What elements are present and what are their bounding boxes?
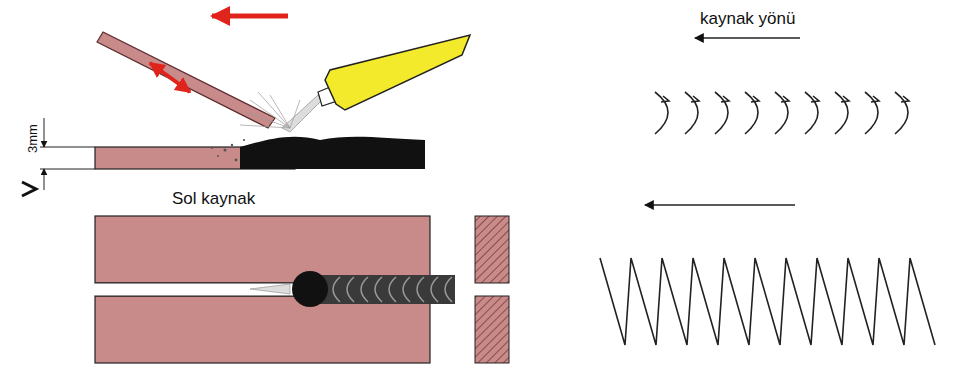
flame-cone [250,284,290,294]
direction-arrow [212,14,288,19]
dimension-line [44,118,45,147]
crescent-motion [655,92,909,134]
direction-arrow [695,37,800,38]
torch-body [325,35,470,110]
flame-rays [240,92,300,128]
direction-arrow [645,204,795,205]
weld-ripples [333,277,452,302]
dimension-line [44,169,45,190]
dimension-label: 3mm [26,124,39,153]
weld-bead-top [320,275,455,304]
section-top [475,216,509,283]
figure-caption: Sol kaynak [172,190,255,207]
plate-bottom [95,296,430,363]
direction-label: kaynak yönü [700,10,795,27]
filler-rod [97,32,275,128]
section-bottom [475,296,509,363]
plate-top [95,216,430,283]
weld-bead-side [240,137,425,169]
spatter [211,139,245,162]
zigzag-motion [600,258,935,345]
angle-symbol [22,182,36,196]
rod-motion-arrow [150,63,190,92]
weld-pool [292,271,328,307]
